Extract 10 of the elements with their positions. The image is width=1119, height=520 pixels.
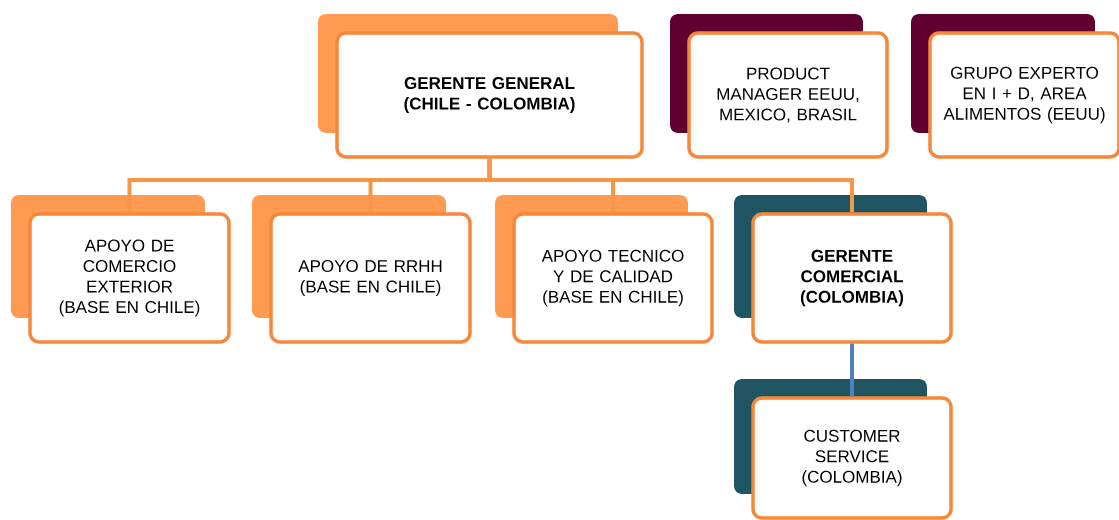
org-box: GERENTE COMERCIAL (COLOMBIA): [751, 212, 953, 344]
connector-line: [487, 158, 854, 213]
org-box: PRODUCT MANAGER EEUU, MEXICO, BRASIL: [687, 31, 889, 159]
org-box: GRUPO EXPERTO EN I + D, AREA ALIMENTOS (EEUU): [928, 31, 1119, 159]
org-box: APOYO DE COMERCIO EXTERIOR (BASE EN CHILE): [28, 212, 231, 344]
org-box: GERENTE GENERAL (CHILE - COLOMBIA): [335, 31, 644, 159]
connector-line: [850, 343, 854, 397]
org-box: CUSTOMER SERVICE (COLOMBIA): [751, 396, 953, 520]
org-box: APOYO TECNICO Y DE CALIDAD (BASE EN CHILE): [512, 212, 714, 344]
org-box: APOYO DE RRHH (BASE EN CHILE): [269, 212, 472, 344]
